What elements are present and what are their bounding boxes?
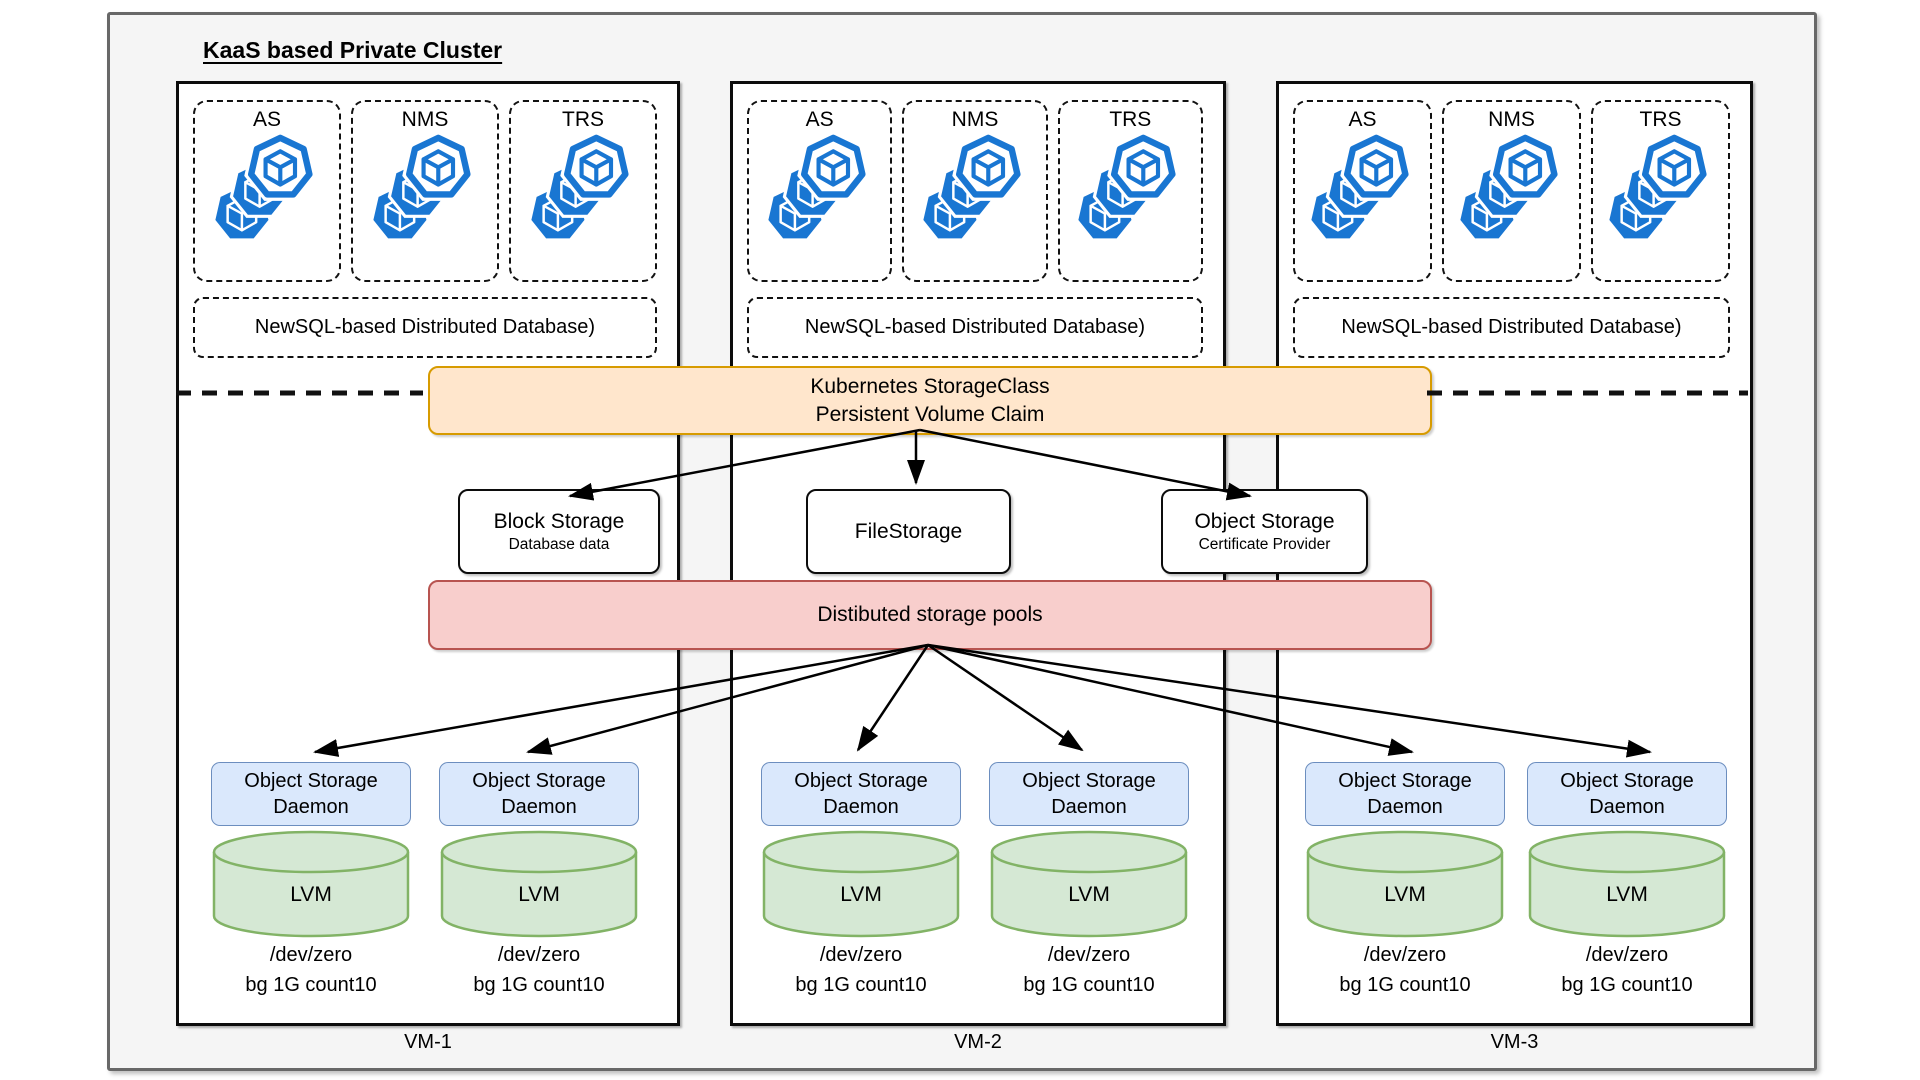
pods-stack-icon bbox=[1068, 134, 1192, 252]
object-storage-daemon-box: Object Storage Daemon bbox=[1305, 762, 1505, 826]
pods-stack-icon bbox=[205, 134, 329, 252]
device-args-label: bg 1G count10 bbox=[795, 974, 927, 996]
pod-group-label: TRS bbox=[562, 108, 604, 131]
lvm-cylinder: LVM bbox=[761, 829, 961, 939]
object-storage-daemon-box: Object Storage Daemon bbox=[439, 762, 639, 826]
lvm-cylinder: LVM bbox=[989, 829, 1189, 939]
object-storage-daemon-box: Object Storage Daemon bbox=[211, 762, 411, 826]
object-storage-box: Object Storage Certificate Provider bbox=[1161, 489, 1368, 574]
pod-group-label: TRS bbox=[1109, 108, 1152, 131]
storageclass-line2: Persistent Volume Claim bbox=[815, 402, 1045, 426]
lvm-label: LVM bbox=[518, 883, 560, 906]
block-storage-box: Block Storage Database data bbox=[458, 489, 660, 574]
device-path-label: /dev/zero bbox=[1363, 944, 1447, 966]
file-storage-box: FileStorage bbox=[806, 489, 1011, 574]
device-args-label: bg 1G count10 bbox=[1561, 974, 1693, 996]
lvm-cylinder: LVM bbox=[439, 829, 639, 939]
pod-group-trs: TRS bbox=[1591, 100, 1730, 282]
pod-group-label: NMS bbox=[1488, 108, 1535, 131]
storageclass-box: Kubernetes StorageClass Persistent Volum… bbox=[428, 366, 1432, 435]
device-args-label: bg 1G count10 bbox=[245, 974, 377, 996]
object-storage-title: Object Storage bbox=[1194, 509, 1335, 533]
device-path-label: /dev/zero bbox=[1585, 944, 1669, 966]
device-args-label: bg 1G count10 bbox=[473, 974, 605, 996]
pods-row: AS NMS TRS bbox=[193, 100, 657, 282]
file-storage-title: FileStorage bbox=[854, 519, 963, 543]
object-storage-subtitle: Certificate Provider bbox=[1198, 535, 1331, 553]
storageclass-line1: Kubernetes StorageClass bbox=[810, 374, 1050, 398]
pods-row: AS NMS TRS bbox=[747, 100, 1203, 282]
pods-row: AS NMS TRS bbox=[1293, 100, 1730, 282]
pods-stack-icon bbox=[1301, 134, 1425, 252]
device-path-label: /dev/zero bbox=[269, 944, 353, 966]
cluster-title: KaaS based Private Cluster bbox=[203, 37, 503, 63]
device-path-label: /dev/zero bbox=[819, 944, 903, 966]
device-path-label: /dev/zero bbox=[1047, 944, 1131, 966]
pod-group-label: TRS bbox=[1639, 108, 1682, 131]
lvm-label: LVM bbox=[290, 883, 332, 906]
pod-group-label: AS bbox=[1348, 108, 1377, 131]
pods-stack-icon bbox=[913, 134, 1037, 252]
device-path-label: /dev/zero bbox=[497, 944, 581, 966]
pod-group-label: NMS bbox=[951, 108, 999, 131]
device-args-label: bg 1G count10 bbox=[1023, 974, 1155, 996]
pods-stack-icon bbox=[363, 134, 487, 252]
pod-group-label: NMS bbox=[401, 108, 449, 131]
lvm-label: LVM bbox=[1606, 883, 1648, 906]
newsql-database-box: NewSQL-based Distributed Database) bbox=[1293, 297, 1730, 358]
device-args-label: bg 1G count10 bbox=[1339, 974, 1471, 996]
block-storage-subtitle: Database data bbox=[508, 535, 610, 553]
vm-label: VM-1 bbox=[404, 1031, 452, 1053]
osd-unit: Object Storage Daemon LVM /dev/zero bg 1… bbox=[1527, 762, 1727, 1012]
osd-unit: Object Storage Daemon LVM /dev/zero bg 1… bbox=[439, 762, 639, 1012]
pod-group-trs: TRS bbox=[1057, 100, 1203, 282]
lvm-label: LVM bbox=[840, 883, 882, 906]
pod-group-as: AS bbox=[193, 100, 341, 282]
newsql-database-box: NewSQL-based Distributed Database) bbox=[747, 297, 1203, 358]
pods-stack-icon bbox=[758, 134, 882, 252]
pods-stack-icon bbox=[1599, 134, 1723, 252]
object-storage-daemon-box: Object Storage Daemon bbox=[1527, 762, 1727, 826]
osd-unit: Object Storage Daemon LVM /dev/zero bg 1… bbox=[211, 762, 411, 1012]
lvm-label: LVM bbox=[1068, 883, 1110, 906]
pod-group-as: AS bbox=[747, 100, 893, 282]
lvm-cylinder: LVM bbox=[211, 829, 411, 939]
cluster-container: KaaS based Private Cluster AS NMS TRS Ne… bbox=[107, 12, 1817, 1071]
pod-group-label: AS bbox=[805, 108, 834, 131]
block-storage-title: Block Storage bbox=[493, 509, 625, 533]
newsql-database-box: NewSQL-based Distributed Database) bbox=[193, 297, 657, 358]
vm-label: VM-2 bbox=[954, 1031, 1002, 1053]
vm-label: VM-3 bbox=[1490, 1031, 1539, 1053]
pod-group-trs: TRS bbox=[509, 100, 657, 282]
pod-group-nms: NMS bbox=[902, 100, 1048, 282]
pod-group-nms: NMS bbox=[1442, 100, 1581, 282]
osd-unit: Object Storage Daemon LVM /dev/zero bg 1… bbox=[989, 762, 1189, 1012]
object-storage-daemon-box: Object Storage Daemon bbox=[989, 762, 1189, 826]
osd-unit: Object Storage Daemon LVM /dev/zero bg 1… bbox=[761, 762, 961, 1012]
pods-stack-icon bbox=[521, 134, 645, 252]
pod-group-label: AS bbox=[252, 108, 281, 131]
storage-pools-box: Distibuted storage pools bbox=[428, 580, 1432, 650]
pods-stack-icon bbox=[1450, 134, 1574, 252]
osd-unit: Object Storage Daemon LVM /dev/zero bg 1… bbox=[1305, 762, 1505, 1012]
object-storage-daemon-box: Object Storage Daemon bbox=[761, 762, 961, 826]
lvm-label: LVM bbox=[1384, 883, 1426, 906]
lvm-cylinder: LVM bbox=[1305, 829, 1505, 939]
pod-group-as: AS bbox=[1293, 100, 1432, 282]
pod-group-nms: NMS bbox=[351, 100, 499, 282]
lvm-cylinder: LVM bbox=[1527, 829, 1727, 939]
